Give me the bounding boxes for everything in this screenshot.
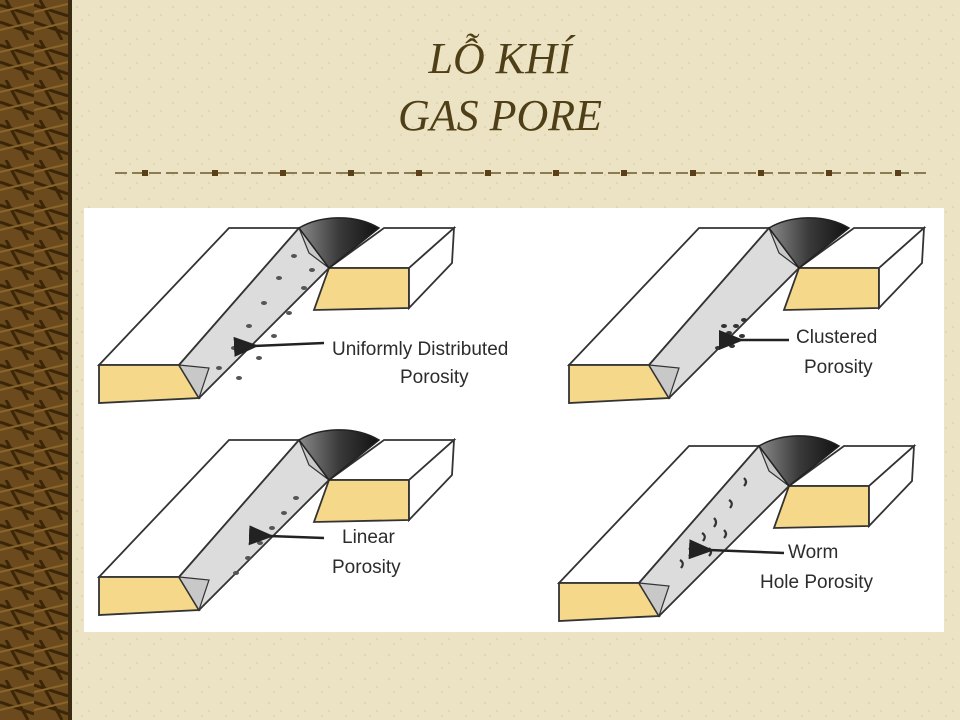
label-uniform-line2: Porosity [400, 367, 469, 388]
clustered-porosity-illustration: Clustered Porosity [568, 216, 925, 404]
label-worm-line1: Worm [788, 542, 838, 563]
label-uniform-line1: Uniformly Distributed [332, 339, 508, 360]
label-linear-line1: Linear [342, 527, 395, 548]
slide-title-english: GAS PORE [397, 91, 603, 140]
porosity-diagram-panel: Uniformly Distributed Porosity Clustered… [84, 208, 944, 632]
label-linear-line2: Porosity [332, 557, 401, 578]
linear-porosity-illustration: Linear Porosity [98, 428, 455, 616]
slide-title-vietnamese: LỖ KHÍ [428, 34, 572, 83]
dotted-divider [115, 170, 930, 176]
pores-uniform [216, 254, 315, 380]
left-wood-strip [0, 0, 68, 720]
label-clustered-line1: Clustered [796, 327, 877, 348]
worm-hole-porosity-illustration: Worm Hole Porosity [558, 434, 915, 622]
label-clustered-line2: Porosity [804, 357, 873, 378]
label-worm-line2: Hole Porosity [760, 572, 873, 593]
uniform-porosity-illustration: Uniformly Distributed Porosity [98, 216, 508, 404]
